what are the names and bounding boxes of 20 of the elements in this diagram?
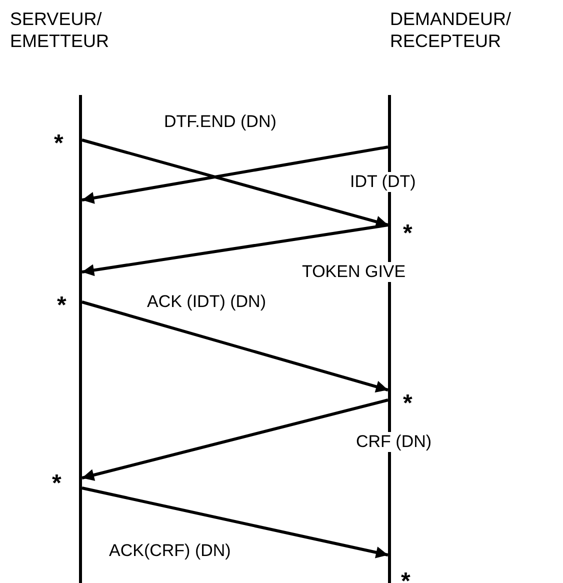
lifeline-header: SERVEUR/ EMETTEUR — [10, 8, 110, 52]
message-arrow — [82, 224, 388, 276]
edge-label: ACK(CRF) (DN) — [108, 541, 232, 561]
asterisk-mark: * — [403, 392, 412, 416]
asterisk-mark: * — [54, 132, 64, 156]
message-arrow — [82, 138, 388, 228]
edge-label: IDT (DT) — [349, 172, 417, 192]
message-arrow — [82, 486, 388, 558]
edge-label: ACK (IDT) (DN) — [146, 292, 267, 312]
asterisk-mark: * — [401, 570, 410, 583]
edge-label: CRF (DN) — [355, 432, 433, 452]
edge-label: DTF.END (DN) — [163, 112, 278, 132]
message-arrow — [82, 146, 388, 204]
edge-label: TOKEN GIVE — [301, 262, 407, 282]
message-arrow — [82, 398, 388, 481]
asterisk-mark: * — [52, 472, 62, 496]
asterisk-mark: * — [403, 222, 412, 246]
message-arrow — [82, 300, 388, 392]
asterisk-mark: * — [57, 294, 66, 318]
lifeline-header: DEMANDEUR/ RECEPTEUR — [390, 8, 512, 52]
